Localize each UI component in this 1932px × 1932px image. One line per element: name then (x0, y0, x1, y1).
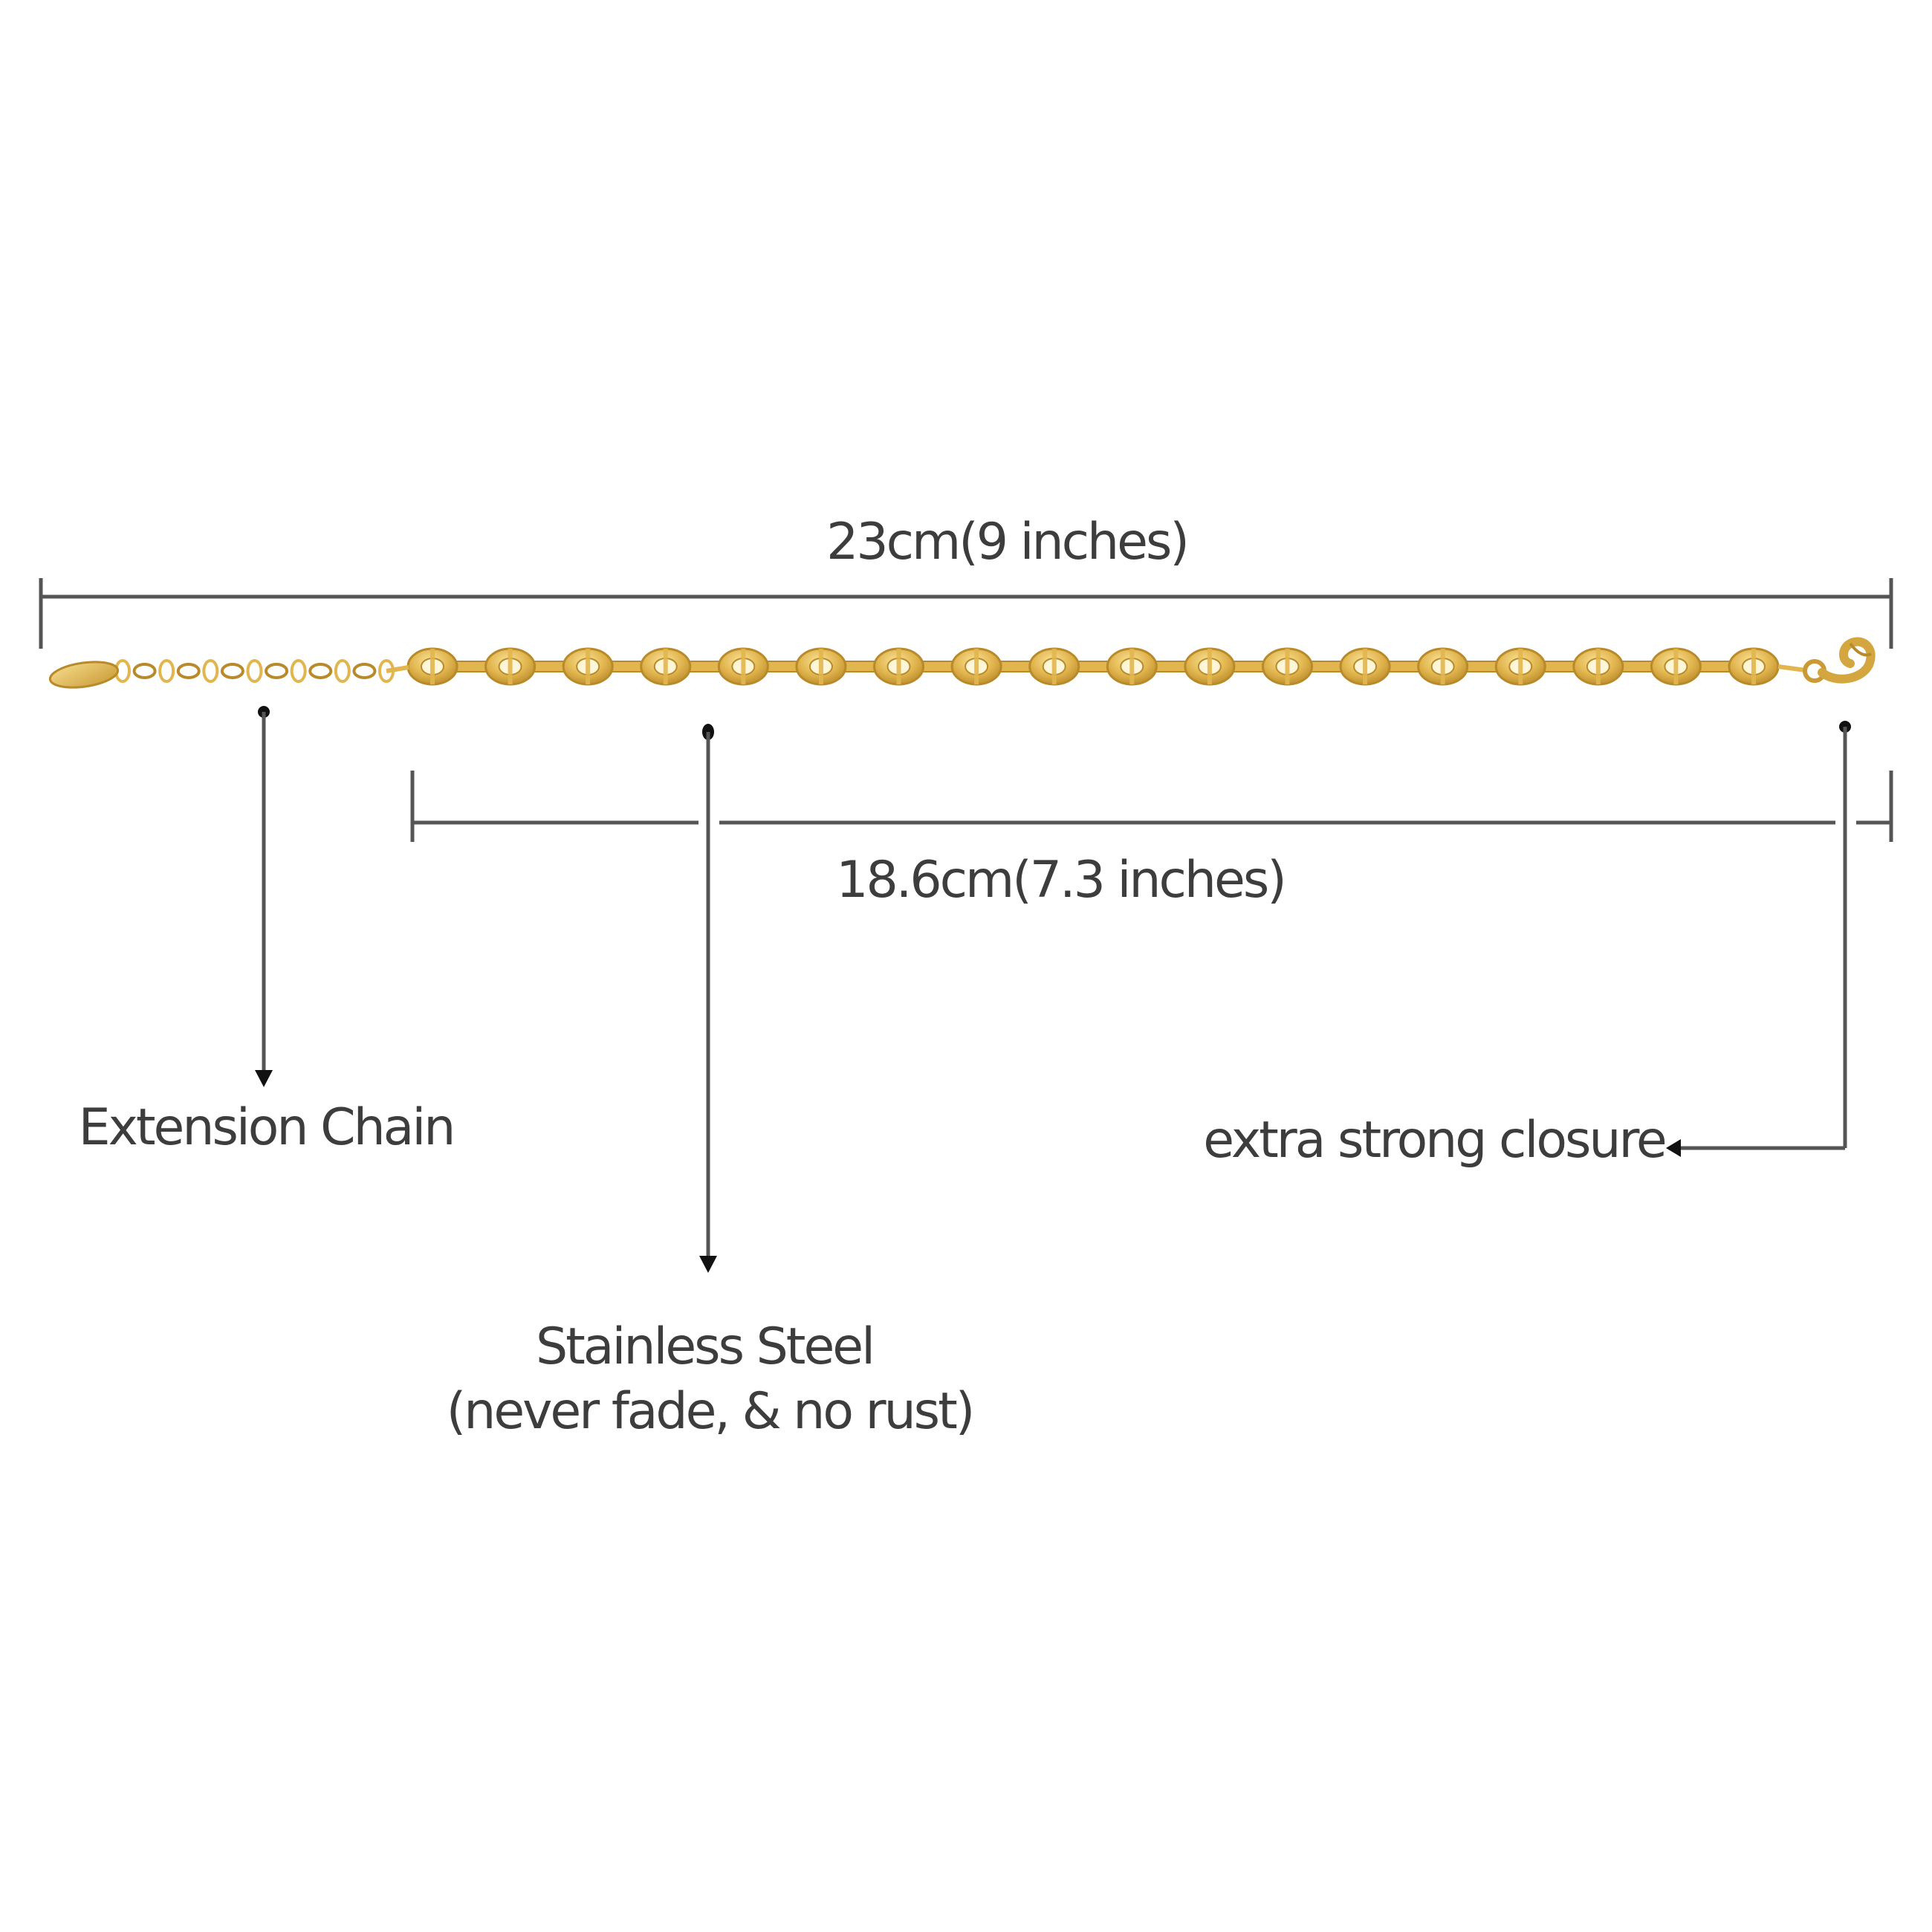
extension-ring (220, 663, 244, 679)
extension-chain-arrowhead (255, 1070, 273, 1087)
clasp-joint (1777, 664, 1806, 672)
link-connector (918, 661, 957, 672)
extension-tag-plate (48, 661, 120, 689)
closure-label: extra strong closure (1203, 1111, 1665, 1170)
extension-ring (158, 659, 175, 683)
mariner-link (873, 647, 925, 686)
bracelet-length-label: 18.6cm(7.3 inches) (836, 851, 1285, 910)
extension-chain (114, 659, 395, 683)
mariner-link (717, 647, 769, 686)
link-connector (1307, 661, 1346, 672)
mariner-link (1572, 647, 1624, 686)
mariner-link (562, 647, 614, 686)
extension-ring (202, 659, 219, 683)
link-bar (896, 649, 901, 684)
extension-ring (176, 663, 201, 679)
extension-chain-callout: Extension Chain (79, 706, 456, 1157)
mariner-link (1339, 647, 1391, 686)
link-connector (763, 661, 801, 672)
link-bar (818, 649, 823, 684)
link-connector (840, 661, 879, 672)
clasp-trigger (1849, 642, 1872, 657)
link-connector (608, 661, 646, 672)
extension-chain-label: Extension Chain (79, 1098, 454, 1157)
material-label-line2: (never fade, & no rust) (447, 1382, 973, 1441)
link-bar (1595, 649, 1601, 684)
extension-ring (265, 663, 289, 679)
closure-callout: extra strong closure (1203, 721, 1851, 1170)
extension-ring (308, 663, 333, 679)
extension-tag (48, 661, 120, 689)
chain-joint (386, 665, 409, 673)
mariner-link (1417, 647, 1469, 686)
link-connector (1696, 661, 1734, 672)
mariner-link (1106, 647, 1158, 686)
mariner-link (1494, 647, 1546, 686)
lobster-clasp (1803, 637, 1876, 684)
link-bar (1207, 649, 1212, 684)
link-connector (1152, 661, 1190, 672)
material-label-line1: Stainless Steel (536, 1317, 873, 1376)
material-arrowhead (699, 1256, 717, 1273)
link-bar (508, 649, 513, 684)
link-connector (1074, 661, 1112, 672)
extension-ring (290, 659, 307, 683)
link-bar (741, 649, 746, 684)
overall-dimension: 23cm(9 inches) (39, 513, 1893, 649)
mariner-link (640, 647, 692, 686)
link-connector (1462, 661, 1501, 672)
extension-ring (352, 663, 377, 679)
link-bar (974, 649, 979, 684)
mariner-link (950, 647, 1002, 686)
mariner-link (795, 647, 847, 686)
link-bar (663, 649, 668, 684)
link-bar (1518, 649, 1523, 684)
link-bar (1285, 649, 1290, 684)
mariner-link (484, 647, 537, 686)
closure-arrowhead (1666, 1139, 1681, 1157)
mariner-link (406, 647, 458, 686)
mariner-link (1184, 647, 1236, 686)
link-bar (430, 649, 435, 684)
link-bar (586, 649, 591, 684)
mariner-link (1261, 647, 1313, 686)
link-bar (1363, 649, 1368, 684)
material-callout: Stainless Steel (never fade, & no rust) (447, 724, 975, 1441)
mariner-link (1650, 647, 1702, 686)
link-bar (1751, 649, 1756, 684)
link-connector (530, 661, 568, 672)
link-connector (996, 661, 1034, 672)
link-connector (1385, 661, 1423, 672)
link-bar (1440, 649, 1445, 684)
extension-ring (132, 663, 157, 679)
mariner-link (1728, 647, 1780, 686)
clasp-body (1818, 637, 1876, 684)
mariner-link (1028, 647, 1080, 686)
overall-length-label: 23cm(9 inches) (826, 513, 1187, 571)
extension-ring (334, 659, 351, 683)
bracelet-illustration (48, 637, 1876, 689)
link-connector (1540, 661, 1578, 672)
link-connector (685, 661, 724, 672)
bracelet-dimension: 18.6cm(7.3 inches) (410, 771, 1893, 910)
mariner-link-chain (386, 647, 1806, 686)
link-connector (1229, 661, 1268, 672)
link-bar (1129, 649, 1135, 684)
link-bar (1051, 649, 1057, 684)
link-connector (453, 661, 490, 672)
extension-ring (246, 659, 263, 683)
link-connector (1618, 661, 1656, 672)
link-bar (1673, 649, 1679, 684)
